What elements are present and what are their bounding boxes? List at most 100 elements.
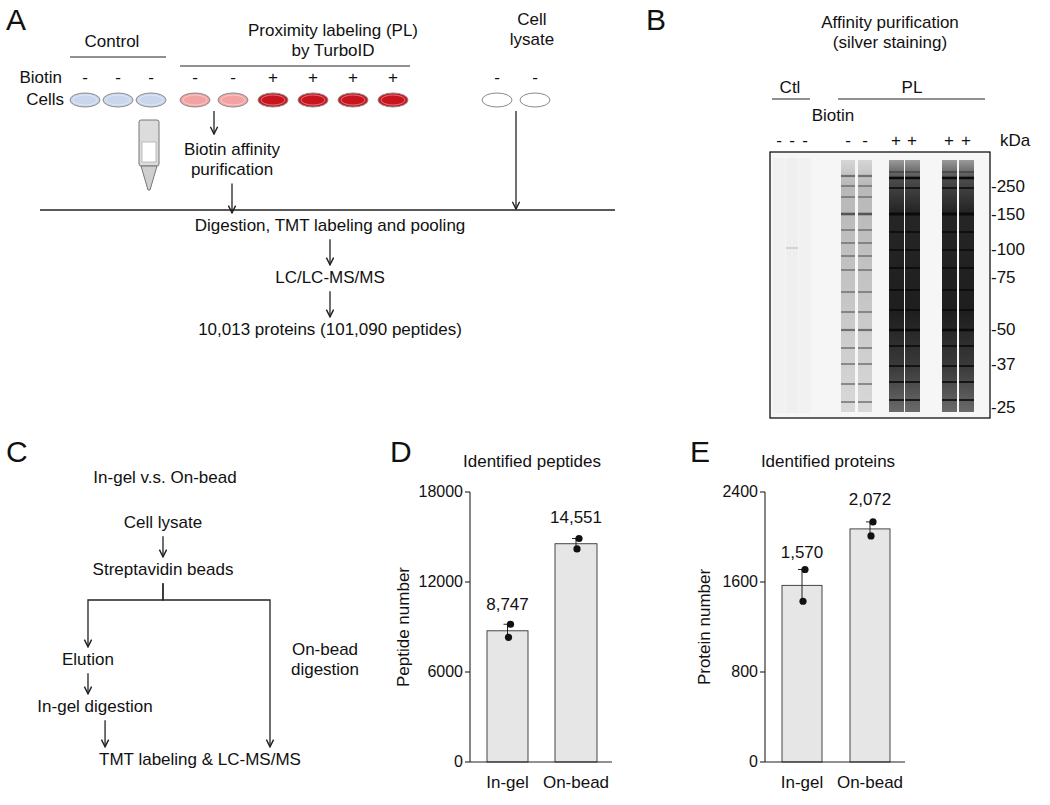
flow-step: TMT labeling & LC-MS/MS xyxy=(95,748,305,772)
bar-chart xyxy=(465,492,612,762)
flow-arrow xyxy=(163,583,270,747)
tick-mark xyxy=(465,761,470,762)
group-bracket-line xyxy=(180,65,410,66)
size-marker: -100 xyxy=(991,240,1025,260)
y-axis xyxy=(764,492,765,762)
panel-letter: D xyxy=(390,434,412,470)
dish-rim xyxy=(261,95,285,105)
tick-mark xyxy=(465,491,470,492)
value-label: 2,072 xyxy=(849,490,892,510)
axis-title: Protein number xyxy=(695,569,715,685)
biotin-sign: - xyxy=(148,68,154,88)
dish-rim xyxy=(341,95,365,105)
culture-dish xyxy=(520,93,550,107)
tick-mark xyxy=(465,581,470,582)
bar-chart xyxy=(760,492,905,762)
culture-dish xyxy=(70,93,100,107)
data-dot xyxy=(505,634,512,641)
affinity-column-icon xyxy=(141,166,157,190)
tick-label: 0 xyxy=(749,752,758,771)
affinity-column-icon xyxy=(139,120,159,190)
flow-step: Elution xyxy=(58,648,118,672)
gel-lane xyxy=(841,176,855,402)
step-text: Cell lysate xyxy=(124,513,202,533)
dish-rim xyxy=(301,95,325,105)
group-header: Proximity labeling (PL) by TurboID xyxy=(242,21,424,62)
culture-dish xyxy=(298,93,328,107)
data-dot xyxy=(801,566,808,573)
panel-letter: E xyxy=(690,434,710,470)
step-text: Streptavidin beads xyxy=(93,560,234,580)
gel-lane xyxy=(773,158,785,413)
panel-title: In-gel v.s. On-bead xyxy=(93,468,236,488)
flow-step: In-gel digestion xyxy=(33,695,156,719)
tick-mark xyxy=(760,671,765,672)
category-label: In-gel xyxy=(781,773,824,793)
value-label: 8,747 xyxy=(486,595,529,615)
size-marker: -250 xyxy=(991,177,1025,197)
biotin-sign: - xyxy=(802,131,808,151)
bar xyxy=(850,529,890,762)
size-marker: -25 xyxy=(991,398,1016,418)
biotin-sign: - xyxy=(776,131,782,151)
tick-label: 18000 xyxy=(419,482,464,501)
category-label: On-bead xyxy=(837,773,903,793)
biotin-sign: + xyxy=(907,131,917,151)
step-text: Biotin affinity purification xyxy=(167,140,297,181)
group-header: Control xyxy=(85,32,140,52)
bar xyxy=(782,585,822,762)
tick-mark xyxy=(760,491,765,492)
lane-header: PL xyxy=(902,78,923,98)
flow-step: 10,013 proteins (101,090 peptides) xyxy=(194,318,466,342)
dish-rim xyxy=(73,95,97,105)
biotin-sign: - xyxy=(789,131,795,151)
panel-letter: A xyxy=(6,2,26,38)
size-marker: -50 xyxy=(991,320,1016,340)
gel-image xyxy=(770,152,990,418)
dish-rim xyxy=(221,95,245,105)
culture-dish xyxy=(136,93,166,107)
gel-lane xyxy=(942,160,957,412)
culture-dish xyxy=(482,93,512,107)
biotin-sign: - xyxy=(862,131,868,151)
gel-lane xyxy=(889,172,904,400)
gel-lane xyxy=(905,172,920,400)
flow-step: Biotin affinity purification xyxy=(163,138,301,183)
flow-arrow xyxy=(329,239,330,265)
data-dot xyxy=(573,545,580,552)
gel-lane xyxy=(858,176,872,402)
category-label: On-bead xyxy=(543,773,609,793)
flow-arrow xyxy=(329,291,330,317)
value-label: 1,570 xyxy=(781,543,824,563)
gel-lane xyxy=(889,160,904,412)
flow-arrow xyxy=(231,183,232,212)
dish-rim xyxy=(381,95,405,105)
data-dot xyxy=(507,621,514,628)
step-text: Elution xyxy=(62,650,114,670)
x-axis xyxy=(765,761,905,762)
flow-arrow xyxy=(104,720,105,747)
axis-title: Peptide number xyxy=(394,567,414,687)
biotin-sign: - xyxy=(494,68,500,88)
culture-dish xyxy=(258,93,288,107)
panel-title: Affinity purification (silver staining) xyxy=(810,13,970,54)
edge-label: On-bead digestion xyxy=(280,640,370,681)
group-bracket-line xyxy=(772,98,810,99)
group-bracket-line xyxy=(838,98,985,99)
tick-label: 0 xyxy=(454,752,463,771)
flow-step: Digestion, TMT labeling and pooling xyxy=(191,214,470,238)
flow-arrow xyxy=(213,111,214,134)
biotin-sign: - xyxy=(532,68,538,88)
step-text: LC/LC-MS/MS xyxy=(275,268,385,288)
category-label: In-gel xyxy=(486,773,529,793)
gel-lane xyxy=(858,160,872,412)
flow-arrow xyxy=(88,583,163,647)
gel-lane xyxy=(841,160,855,412)
error-bar xyxy=(802,569,803,601)
size-marker: -150 xyxy=(991,205,1025,225)
biotin-sign: + xyxy=(944,131,954,151)
tick-label: 800 xyxy=(731,662,758,681)
chart-title: Identified proteins xyxy=(761,452,895,472)
